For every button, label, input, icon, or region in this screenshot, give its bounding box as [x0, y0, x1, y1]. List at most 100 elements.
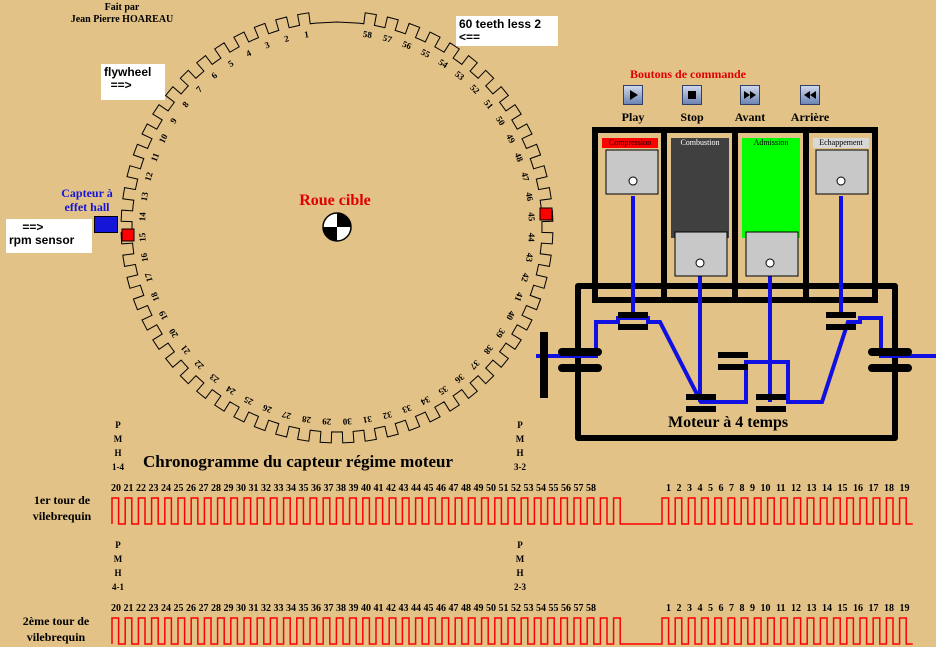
tooth-numbers-row1-a: 20 21 22 23 24 25 26 27 28 29 30 31 32 3…: [111, 483, 596, 494]
play-button[interactable]: [623, 85, 643, 105]
tooth-label: 1: [304, 29, 311, 40]
tooth-label: 34: [419, 394, 432, 407]
tooth-label: 54: [437, 57, 450, 71]
tooth-label: 5: [226, 58, 236, 69]
stop-label: Stop: [680, 110, 704, 124]
engine-title: Moteur à 4 temps: [668, 414, 789, 431]
tooth-label: 26: [261, 403, 273, 416]
tooth-label: 25: [242, 394, 255, 407]
tooth-label: 52: [468, 82, 482, 96]
tooth-label: 7: [194, 84, 205, 95]
tooth-label: 51: [482, 98, 496, 112]
tooth-label: 19: [157, 309, 170, 322]
tooth-label: 4: [244, 48, 253, 59]
rpm-sensor-note: ==> rpm sensor: [6, 219, 92, 253]
cylinder-4-label: Echappement: [819, 138, 863, 147]
tooth-numbers-row2-a: 20 21 22 23 24 25 26 27 28 29 30 31 32 3…: [111, 603, 596, 614]
tooth-label: 29: [321, 416, 331, 426]
tooth-numbers-row2-b: 1 2 3 4 5 6 7 8 9 10 11 12 13 14 15 16 1…: [666, 603, 910, 614]
tooth-label: 42: [519, 272, 531, 284]
controls-title: Boutons de commande: [630, 67, 747, 81]
tooth-label: 37: [468, 358, 482, 372]
piston-2: [674, 231, 728, 277]
sensor-mark-left: [121, 228, 135, 242]
forward-button[interactable]: [740, 85, 760, 105]
tooth-label: 10: [157, 132, 170, 145]
tooth-label: 2: [283, 33, 290, 44]
cylinder-2-label: Combustion: [680, 138, 720, 147]
rewind-button[interactable]: [800, 85, 820, 105]
cylinder-1-header: [602, 138, 658, 148]
wheel-center-icon: [322, 212, 352, 242]
tooth-label: 22: [192, 358, 206, 372]
fast-forward-icon: [744, 91, 756, 99]
tooth-label: 16: [139, 252, 150, 263]
engine-diagram: [536, 127, 936, 441]
tooth-label: 27: [280, 409, 292, 421]
tooth-label: 9: [168, 116, 179, 126]
tooth-label: 39: [494, 327, 508, 340]
tooth-label: 30: [342, 416, 352, 426]
tooth-label: 35: [436, 384, 449, 398]
wheel-outline: [120, 12, 554, 444]
wheel-title: Roue cible: [299, 192, 371, 209]
piston-4: [815, 149, 869, 195]
avant-label: Avant: [734, 110, 766, 124]
stop-button[interactable]: [682, 85, 702, 105]
piston-1: [605, 149, 659, 195]
tooth-label: 50: [494, 114, 508, 127]
tooth-label: 3: [263, 39, 271, 50]
play-label: Play: [621, 110, 645, 124]
tooth-label: 28: [301, 414, 312, 425]
tooth-label: 43: [524, 252, 535, 263]
tooth-label: 41: [513, 291, 526, 303]
tooth-label: 33: [400, 403, 412, 416]
target-wheel: 1234567891011121314151617181920212223242…: [120, 12, 554, 444]
stop-icon: [688, 91, 696, 99]
signal-row-1: [111, 497, 913, 525]
flywheel-note: flywheel ==>: [101, 64, 165, 100]
tooth-label: 55: [419, 47, 432, 60]
tooth-label: 46: [524, 191, 535, 202]
hall-sensor: [94, 216, 118, 233]
tooth-label: 15: [137, 232, 147, 242]
tooth-label: 57: [382, 33, 394, 45]
teeth-note: 60 teeth less 2 <==: [456, 16, 558, 46]
signal-row-2: [111, 617, 913, 645]
tooth-label: 11: [149, 151, 162, 163]
tooth-label: 48: [513, 151, 526, 163]
tooth-label: 20: [167, 326, 181, 339]
tooth-label: 8: [180, 99, 191, 109]
tooth-label: 56: [401, 39, 413, 52]
tooth-label: 36: [453, 372, 467, 386]
tooth-label: 31: [362, 414, 373, 425]
tooth-label: 12: [143, 170, 155, 182]
tooth-numbers-row1-b: 1 2 3 4 5 6 7 8 9 10 11 12 13 14 15 16 1…: [666, 483, 910, 494]
tooth-label: 45: [526, 212, 536, 222]
rewind-icon: [804, 91, 816, 99]
tooth-label: 32: [381, 409, 393, 421]
sensor-mark-right: [539, 207, 553, 221]
tooth-label: 21: [178, 343, 192, 357]
tooth-label: 38: [481, 343, 495, 357]
tooth-label: 6: [209, 70, 219, 81]
tooth-label: 24: [224, 384, 237, 398]
play-icon: [630, 90, 638, 100]
cylinder-1-label: Compression: [608, 138, 652, 147]
tooth-label: 58: [362, 29, 373, 40]
tooth-label: 14: [137, 211, 147, 221]
tooth-label: 23: [207, 371, 221, 385]
tooth-label: 40: [504, 309, 517, 322]
wheel-teeth: [120, 12, 554, 444]
cylinder-2-fill: [671, 138, 729, 238]
tooth-label: 49: [504, 132, 517, 145]
tooth-label: 53: [453, 69, 467, 83]
hall-sensor-label: Capteur à effet hall: [61, 186, 113, 214]
tooth-label: 13: [139, 191, 150, 202]
